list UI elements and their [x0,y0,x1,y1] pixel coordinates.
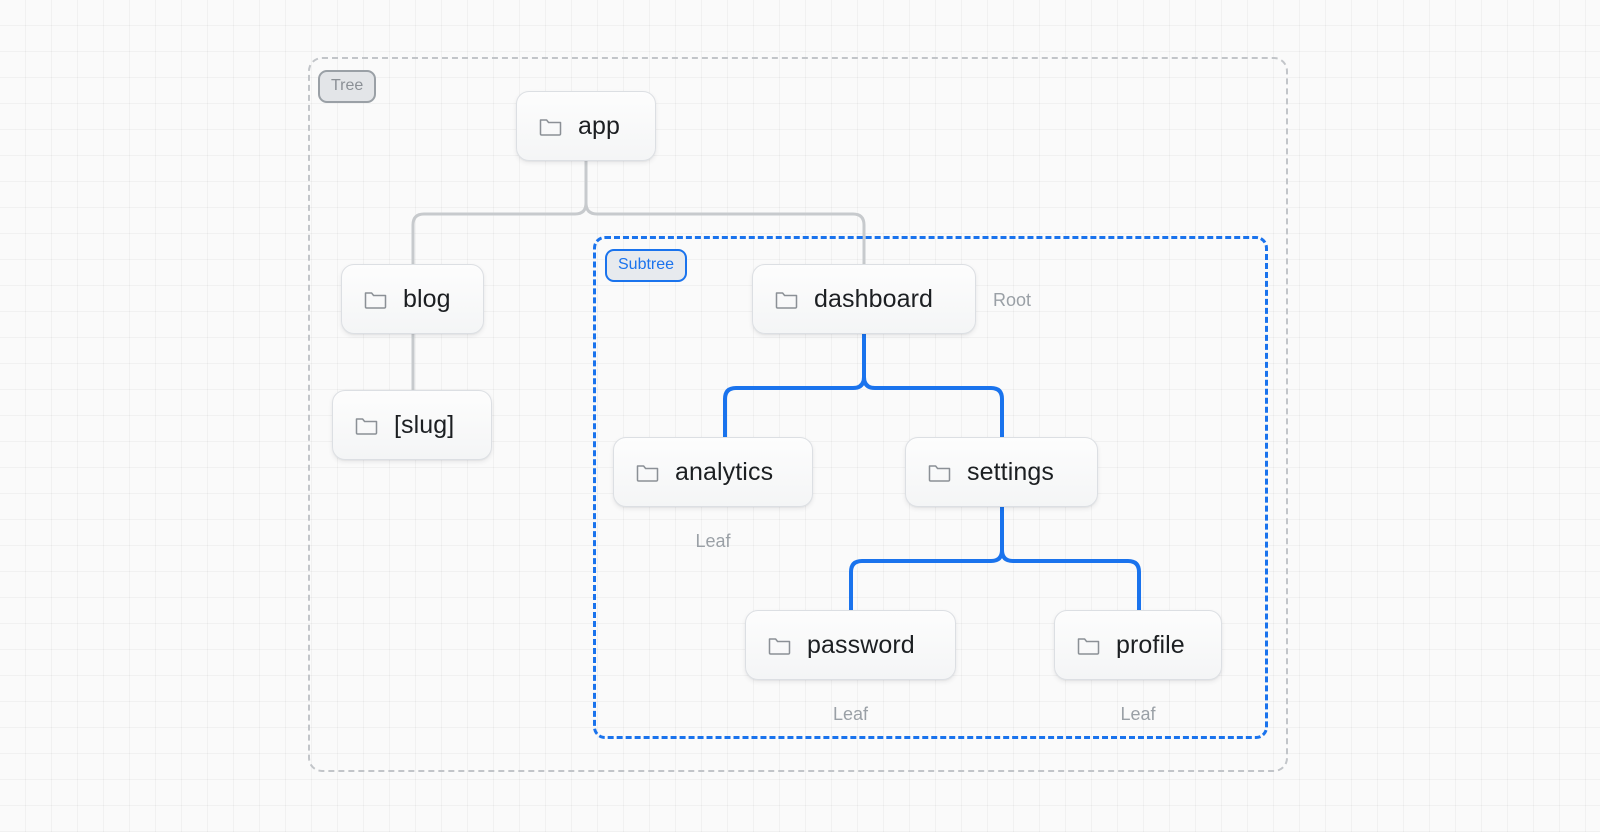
node-settings[interactable]: settings [905,437,1098,507]
group-boundary-tree [308,57,1288,772]
node-analytics-label: analytics [675,457,774,486]
group-badge-subtree[interactable]: Subtree [605,249,688,282]
folder-icon [768,638,791,655]
node-profile[interactable]: profile [1054,610,1222,680]
node-password[interactable]: password [745,610,956,680]
folder-icon [355,418,378,435]
node-password-label: password [807,630,915,659]
node-profile-label: profile [1116,630,1185,659]
node-blog-label: blog [403,284,451,313]
group-badge-tree[interactable]: Tree [318,70,377,103]
node-settings-label: settings [967,457,1054,486]
folder-icon [928,465,951,482]
annotation-root: Root [993,290,1032,310]
node-slug-label: [slug] [394,410,455,439]
node-slug[interactable]: [slug] [332,390,492,460]
folder-icon [539,119,562,136]
group-boundary-subtree [593,236,1268,739]
annotation-leaf-profile: Leaf [1120,704,1156,724]
node-dashboard-label: dashboard [814,284,934,313]
folder-icon [775,292,798,309]
node-app-label: app [578,111,621,140]
folder-icon [636,465,659,482]
annotation-leaf-password: Leaf [832,704,869,724]
node-analytics[interactable]: analytics [613,437,813,507]
group-badge-tree-label: Tree [331,77,364,94]
folder-icon [1077,638,1100,655]
annotation-leaf-analytics: Leaf [695,531,731,551]
node-blog[interactable]: blog [341,264,484,334]
node-dashboard[interactable]: dashboard [752,264,976,334]
folder-icon [364,292,387,309]
group-badge-subtree-label: Subtree [618,256,675,273]
node-app[interactable]: app [516,91,656,161]
